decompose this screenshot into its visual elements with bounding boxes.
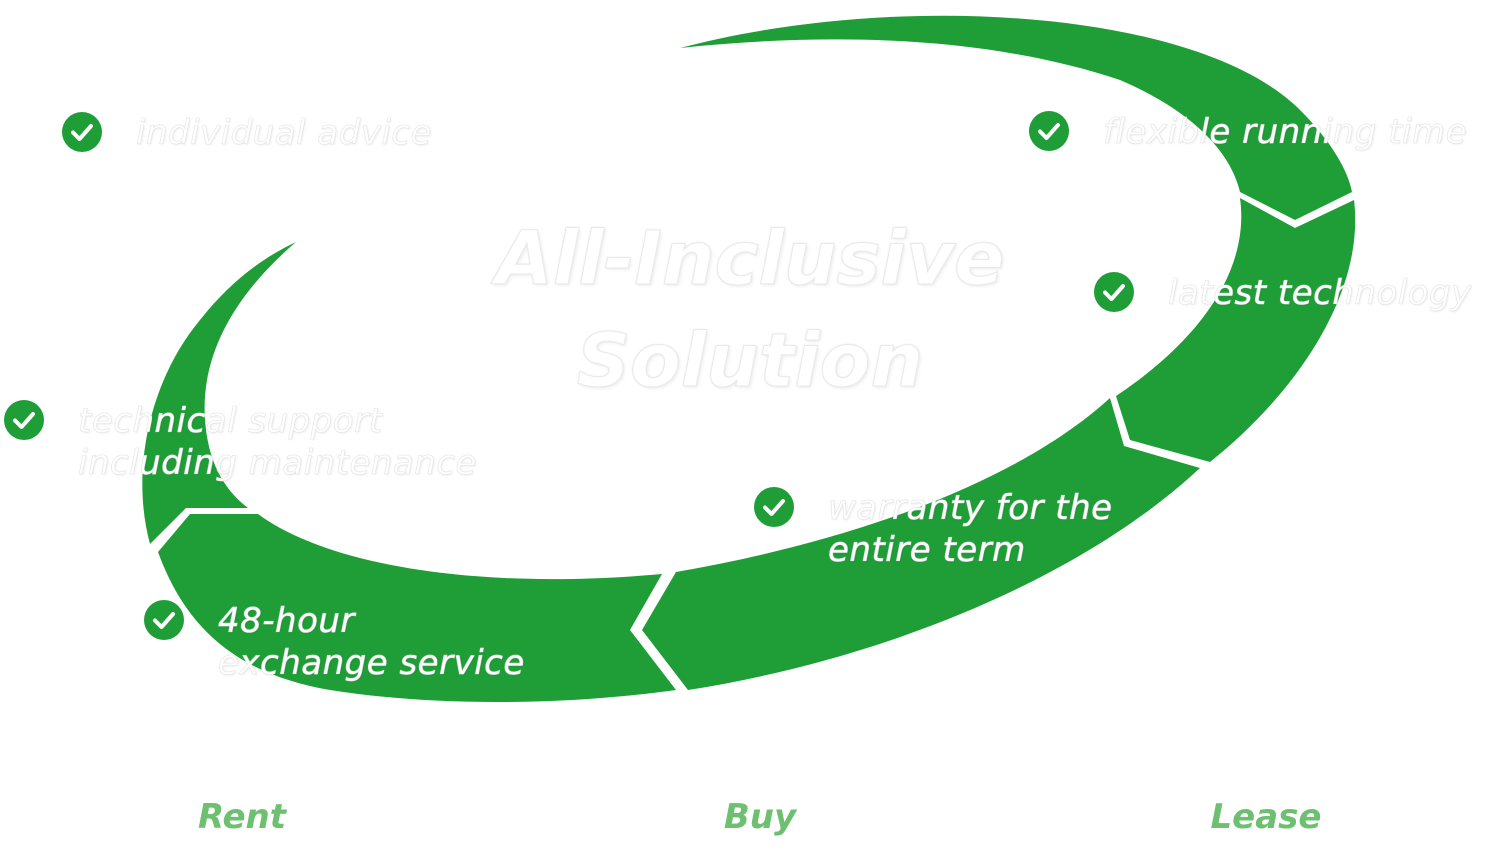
benefit-exchange-service: 48-hour exchange service [144,600,525,684]
benefit-label: flexible running time [1103,112,1467,153]
benefit-latest-technology: latest technology [1094,272,1472,314]
ring-segment-bottom [158,514,676,702]
option-buy: Buy [723,797,797,837]
check-circle-icon [754,487,794,527]
option-rent: Rent [197,797,286,837]
benefit-label: warranty for the entire term [828,488,1113,571]
ring-left-swoosh [142,242,296,544]
benefit-flexible-running-time: flexible running time [1029,111,1467,153]
ring-segment-right [1116,198,1356,462]
diagram-title: All-Inclusive Solution [495,216,1005,405]
benefit-label: latest technology [1168,273,1472,314]
check-circle-icon [62,112,102,152]
benefit-label: 48-hour exchange service [218,601,525,684]
benefit-warranty: warranty for the entire term [754,487,1113,571]
benefit-technical-support: technical support including maintenance [4,400,477,484]
check-circle-icon [1094,272,1134,312]
check-circle-icon [1029,111,1069,151]
benefit-individual-advice: individual advice [62,112,432,154]
check-circle-icon [144,600,184,640]
ring-upper-swoosh [680,15,1352,220]
option-lease: Lease [1210,797,1322,837]
benefit-label: individual advice [136,113,432,154]
ring-segment-lower-right [642,398,1200,690]
check-circle-icon [4,400,44,440]
benefit-label: technical support including maintenance [78,401,477,484]
